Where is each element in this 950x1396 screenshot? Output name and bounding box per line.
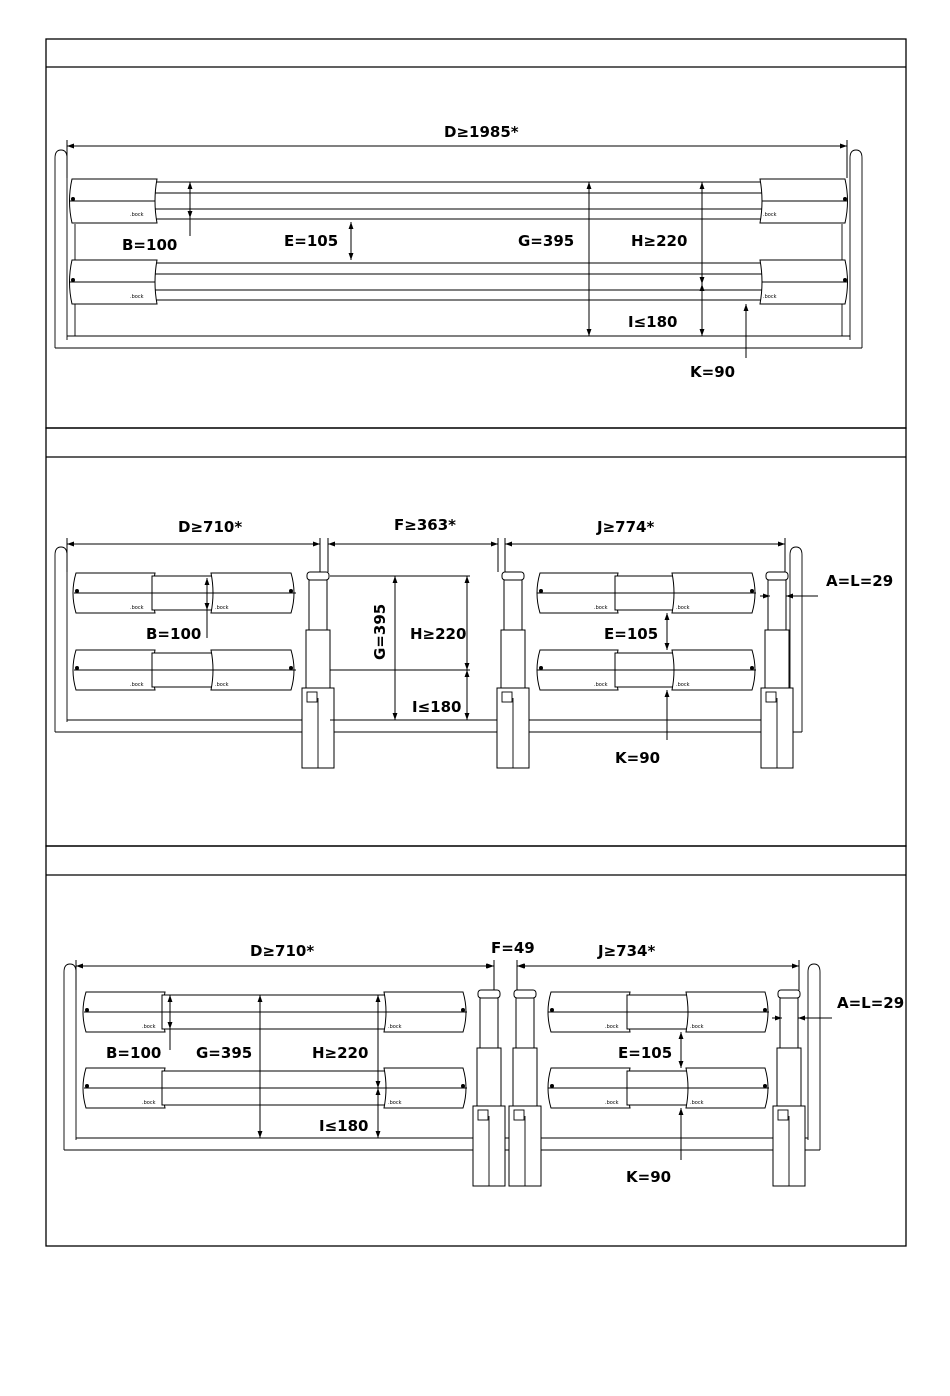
- brand-logo: .bock: [388, 1024, 402, 1030]
- dimension-label-al: A=L=29: [826, 572, 893, 590]
- dimension-label-g: G=395: [196, 1044, 252, 1062]
- brand-logo: .bock: [215, 682, 229, 688]
- dimension-label-b: B=100: [106, 1044, 161, 1062]
- dimension-label-j: J≥734*: [597, 942, 655, 960]
- dimension-label-b: B=100: [146, 625, 201, 643]
- brand-logo: .bock: [130, 212, 144, 218]
- dimension-label-k: K=90: [615, 749, 660, 767]
- brand-logo: .bock: [676, 605, 690, 611]
- brand-logo: .bock: [690, 1024, 704, 1030]
- support-post-center: [509, 990, 541, 1186]
- brand-logo: .bock: [215, 605, 229, 611]
- brand-logo: .bock: [763, 212, 777, 218]
- support-post-left: [302, 572, 334, 768]
- dimension-label-i: I≤180: [319, 1117, 368, 1135]
- dimension-label-g: G=395: [518, 232, 574, 250]
- brand-logo: .bock: [605, 1024, 619, 1030]
- dimension-label-i: I≤180: [412, 698, 461, 716]
- brand-logo: .bock: [605, 1100, 619, 1106]
- dimension-lines: [76, 960, 832, 1160]
- brand-logo: .bock: [594, 682, 608, 688]
- dimension-label-h: H≥220: [410, 625, 466, 643]
- support-post-center: [497, 572, 529, 768]
- dimension-label-b: B=100: [122, 236, 177, 254]
- brand-logo: .bock: [388, 1100, 402, 1106]
- dimension-label-f: F=49: [491, 939, 535, 957]
- brand-logo: .bock: [130, 682, 144, 688]
- dimension-label-al: A=L=29: [837, 994, 904, 1012]
- brand-logo: .bock: [130, 605, 144, 611]
- brand-logo: .bock: [130, 294, 144, 300]
- dimension-label-e: E=105: [284, 232, 338, 250]
- panel-2-drawing: .bock .bock .bock .bock .bock .bock: [55, 516, 893, 768]
- dimension-label-e: E=105: [618, 1044, 672, 1062]
- brand-logo: .bock: [676, 682, 690, 688]
- side-rail-upper: .bock .bock: [70, 179, 848, 223]
- dimension-label-d: D≥710*: [178, 518, 242, 536]
- brand-logo: .bock: [763, 294, 777, 300]
- dimension-label-f: F≥363*: [394, 516, 456, 534]
- dimension-label-j: J≥774*: [596, 518, 654, 536]
- dimension-label-e: E=105: [604, 625, 658, 643]
- dimension-label-g: G=395: [371, 604, 389, 660]
- dimension-label-d: D≥710*: [250, 942, 314, 960]
- side-rail-lower: .bock .bock: [70, 260, 848, 304]
- support-post-left: [473, 990, 505, 1186]
- support-post-right: [761, 572, 793, 768]
- panel-3-drawing: .bock .bock .bock .bock .bock .bock: [64, 939, 904, 1186]
- dimension-label-k: K=90: [690, 363, 735, 381]
- support-post-right: [773, 990, 805, 1186]
- panel-1-frame: [46, 39, 906, 428]
- dimension-lines: [67, 140, 847, 358]
- dimension-label-h: H≥220: [631, 232, 687, 250]
- brand-logo: .bock: [142, 1100, 156, 1106]
- brand-logo: .bock: [594, 605, 608, 611]
- dimension-label-k: K=90: [626, 1168, 671, 1186]
- brand-logo: .bock: [690, 1100, 704, 1106]
- dimension-label-h: H≥220: [312, 1044, 368, 1062]
- panel-1-drawing: .bock .bock .bock .bock: [55, 123, 862, 381]
- brand-logo: .bock: [142, 1024, 156, 1030]
- dimension-label-d: D≥1985*: [444, 123, 519, 141]
- dimension-label-i: I≤180: [628, 313, 677, 331]
